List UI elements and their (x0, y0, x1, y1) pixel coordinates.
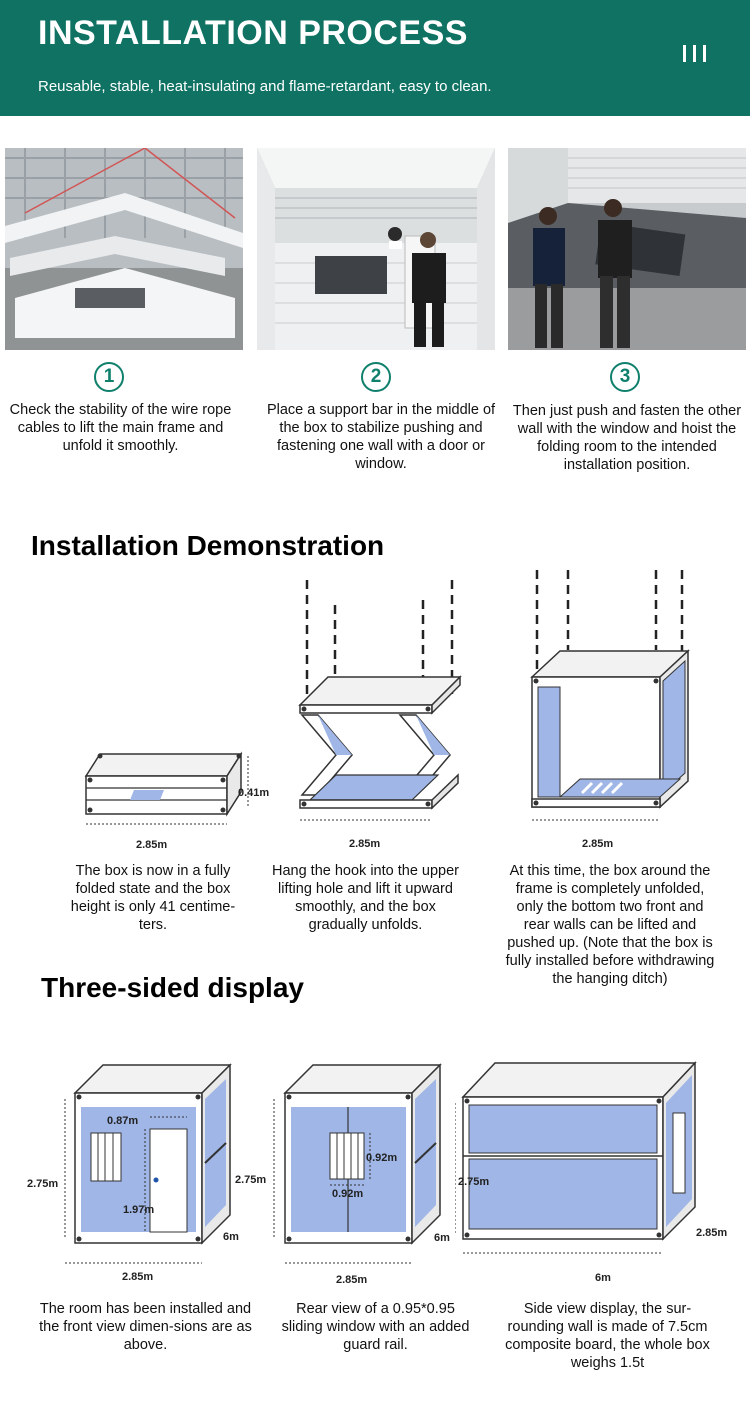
demo-2-caption: Hang the hook into the upper lifting hol… (271, 863, 460, 933)
page-subtitle: Reusable, stable, heat-insulating and fl… (38, 78, 492, 95)
rear-width-label: 2.85m (336, 1274, 367, 1286)
front-view-diagram: 0.87m 1.97m 2.75m 6m 2.85m (27, 1063, 239, 1283)
page-title: INSTALLATION PROCESS (38, 14, 468, 52)
rear-view-diagram: 0.92m 0.92m 2.75m 6m 2.85m (235, 1063, 450, 1286)
rear-depth-label: 6m (434, 1232, 450, 1244)
side-width-label: 6m (595, 1272, 611, 1284)
display-3-caption: Side view display, the sur-rounding wall… (505, 1301, 710, 1371)
step-3-number: 3 (610, 362, 640, 392)
display-1-caption: The room has been installed and the fron… (39, 1301, 252, 1353)
folded-width-label: 2.85m (136, 839, 167, 851)
step-2-photo (257, 148, 495, 350)
display-2-caption: Rear view of a 0.95*0.95 sliding window … (281, 1301, 470, 1353)
step-1-number: 1 (94, 362, 124, 392)
front-width-label: 2.85m (122, 1271, 153, 1283)
unfolded-box-diagram: 2.85m (530, 570, 690, 850)
front-height-label: 2.75m (27, 1178, 58, 1190)
door-width-label: 0.87m (107, 1115, 138, 1127)
header-banner: INSTALLATION PROCESS Reusable, stable, h… (0, 0, 750, 116)
rear-height-label: 2.75m (235, 1174, 266, 1186)
demo-1-caption: The box is now in a fully folded state a… (70, 863, 236, 933)
unfolding-width-label: 2.85m (349, 838, 380, 850)
step-1-caption: Check the stability of the wire rope cab… (9, 402, 232, 454)
side-view-diagram: 2.75m 2.85m 6m (455, 1061, 727, 1284)
demo-3-caption: At this time, the box around the frame i… (505, 863, 715, 987)
window-height-label: 0.92m (366, 1152, 397, 1164)
step-3-caption: Then just push and fasten the other wall… (512, 403, 742, 473)
window-width-label: 0.92m (332, 1188, 363, 1200)
folded-height-label: 0.41m (238, 787, 269, 799)
side-height-label: 2.75m (458, 1176, 489, 1188)
step-1-photo (5, 148, 243, 350)
unfolded-width-label: 2.85m (582, 838, 613, 850)
folded-box-diagram: 0.41m 2.85m (84, 751, 269, 851)
three-sided-title: Three-sided display (41, 972, 304, 1003)
side-depth-label: 2.85m (696, 1227, 727, 1239)
step-2-caption: Place a support bar in the middle of the… (266, 402, 496, 472)
unfolding-box-diagram: 2.85m (298, 580, 462, 850)
front-depth-label: 6m (223, 1231, 239, 1243)
demonstration-title: Installation Demonstration (31, 530, 385, 561)
step-2-number: 2 (361, 362, 391, 392)
door-height-label: 1.97m (123, 1204, 154, 1216)
step-3-photo (508, 148, 746, 350)
bars-icon (683, 45, 706, 62)
